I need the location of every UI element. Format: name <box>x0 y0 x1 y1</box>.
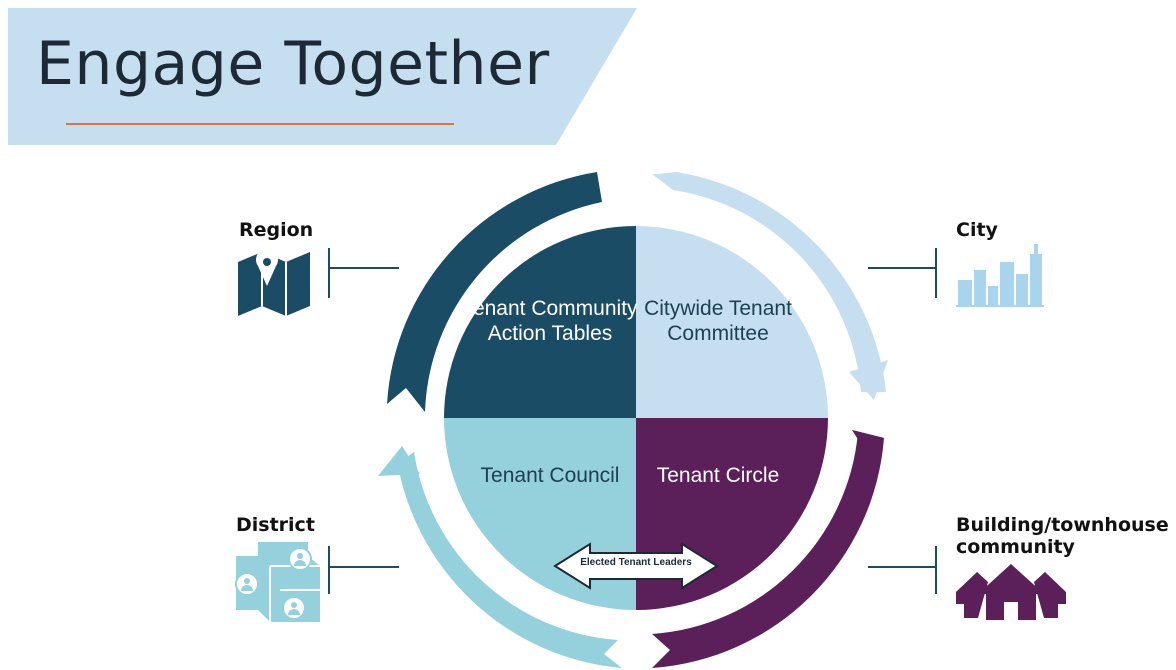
elected-leaders-label: Elected Tenant Leaders <box>580 557 692 568</box>
arrow-light-blue-tip <box>849 360 888 400</box>
map-pin-icon <box>238 248 310 316</box>
arrow-purple-notch <box>852 430 884 452</box>
level-label-building: Building/townhouse community <box>956 514 1169 558</box>
arrow-purple <box>652 430 884 668</box>
arrow-teal-tip <box>378 446 420 476</box>
title-banner <box>8 8 637 145</box>
title-underline <box>66 123 454 125</box>
houses-icon <box>956 564 1066 620</box>
page-title: Engage Together <box>36 29 550 99</box>
city-skyline-icon <box>956 244 1044 307</box>
elected-leaders-arrow <box>553 542 719 590</box>
level-label-region: Region <box>239 219 314 241</box>
quadrant-label-bottom-left: Tenant Council <box>480 464 620 487</box>
quadrant-label-bottom-right: Tenant Circle <box>656 464 780 487</box>
level-label-city: City <box>956 219 998 241</box>
arrow-navy <box>387 172 602 412</box>
quadrant-label-top-right: Citywide Tenant Committee <box>644 297 792 345</box>
quadrant-label-top-left: Tenant Community Action Tables <box>462 297 638 345</box>
quadrant-top-left <box>444 226 636 418</box>
district-map-icon <box>235 542 320 622</box>
quadrant-top-right <box>636 226 828 418</box>
level-label-district: District <box>236 514 315 536</box>
